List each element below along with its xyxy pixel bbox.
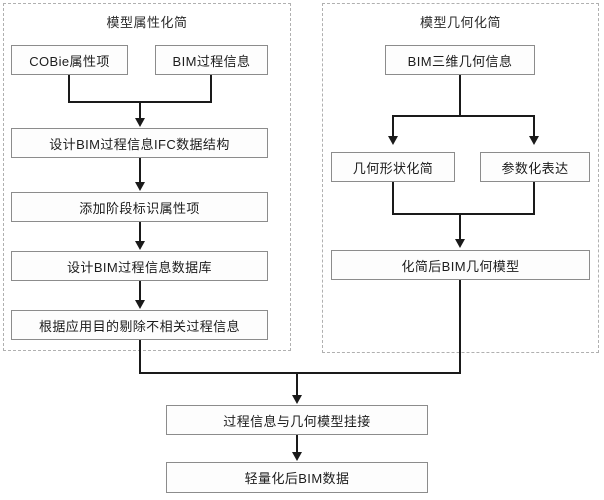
- arrowhead-to-lightweight-data: [292, 452, 302, 461]
- edge-split-to-parametric: [533, 115, 535, 137]
- edge-bottom-merge-horizontal: [139, 372, 461, 374]
- edge-right-split-horizontal: [392, 115, 535, 117]
- arrowhead-to-phase-attribute: [135, 182, 145, 191]
- edge-shape-down: [392, 182, 394, 215]
- edge-bim-process-down: [210, 75, 212, 103]
- panel-title-left: 模型属性化简: [106, 15, 188, 30]
- edge-cobie-down: [68, 75, 70, 103]
- edge-bottom-merge-down: [296, 372, 298, 396]
- panel-title-right: 模型几何化简: [419, 15, 501, 30]
- arrowhead-to-parametric-expression: [529, 136, 539, 145]
- edge-phase-to-database: [139, 222, 141, 242]
- edge-right-panel-out: [459, 280, 461, 374]
- node-attach-process-and-geometry[interactable]: 过程信息与几何模型挂接: [166, 405, 428, 435]
- node-bim-3d-geometry-info[interactable]: BIM三维几何信息: [385, 45, 535, 75]
- edge-ifc-to-phase: [139, 158, 141, 183]
- arrowhead-to-process-database: [135, 241, 145, 250]
- node-simplified-bim-geometry-model[interactable]: 化简后BIM几何模型: [331, 250, 590, 280]
- node-remove-irrelevant-process-info[interactable]: 根据应用目的剔除不相关过程信息: [11, 310, 268, 340]
- node-lightweight-bim-data[interactable]: 轻量化后BIM数据: [166, 462, 428, 493]
- node-parametric-expression[interactable]: 参数化表达: [480, 152, 590, 182]
- edge-parametric-down: [533, 182, 535, 215]
- edge-database-to-remove: [139, 281, 141, 301]
- arrowhead-to-remove-irrelevant: [135, 300, 145, 309]
- node-cobie-attributes[interactable]: COBie属性项: [11, 45, 128, 75]
- edge-3d-geometry-down: [459, 75, 461, 117]
- arrowhead-to-attach-node: [292, 395, 302, 404]
- edge-right-merge-down: [459, 213, 461, 240]
- edge-left-panel-out: [139, 340, 141, 374]
- arrowhead-to-simplified-geometry-model: [455, 239, 465, 248]
- node-geometry-shape-simplification[interactable]: 几何形状化简: [331, 152, 455, 182]
- edge-attach-to-lightweight: [296, 435, 298, 454]
- edge-left-merge-down: [139, 101, 141, 119]
- node-design-process-database[interactable]: 设计BIM过程信息数据库: [11, 251, 268, 281]
- edge-split-to-shape: [392, 115, 394, 137]
- panel-model-attribute-simplification: [3, 3, 291, 351]
- arrowhead-to-shape-simplification: [388, 136, 398, 145]
- arrowhead-to-ifc-structure: [135, 118, 145, 127]
- node-add-phase-attribute[interactable]: 添加阶段标识属性项: [11, 192, 268, 222]
- node-design-ifc-structure[interactable]: 设计BIM过程信息IFC数据结构: [11, 128, 268, 158]
- node-bim-process-info[interactable]: BIM过程信息: [155, 45, 268, 75]
- edge-right-merge-horizontal: [392, 213, 535, 215]
